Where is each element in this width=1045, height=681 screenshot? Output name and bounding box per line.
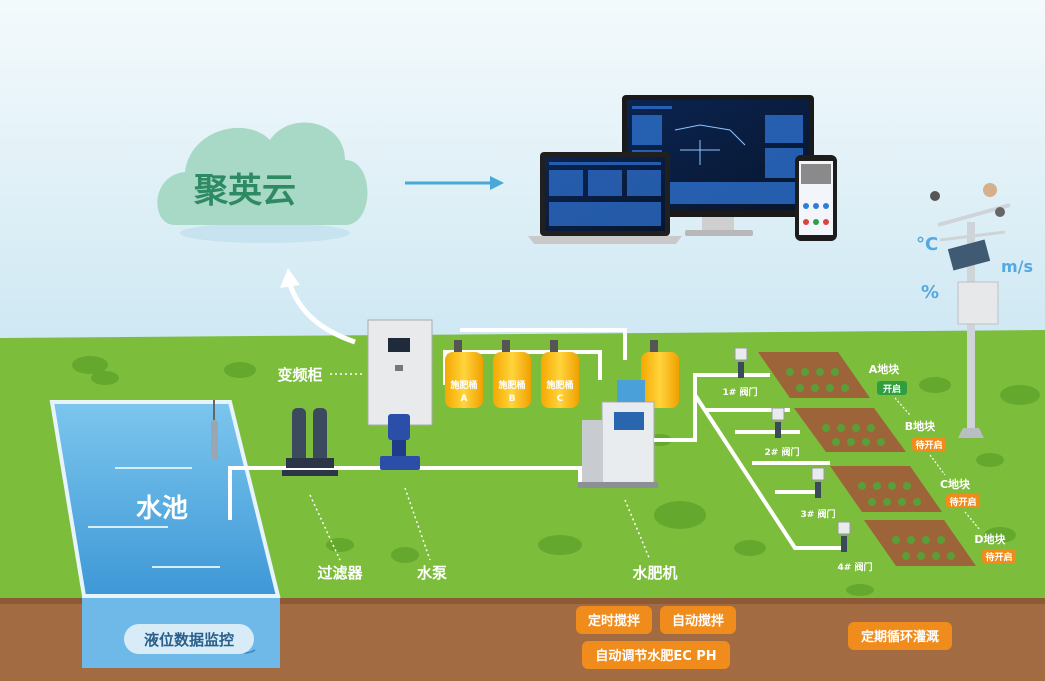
cloud-title: 聚英云 <box>193 171 296 211</box>
tank-c <box>541 340 579 408</box>
tank-a-id: A <box>461 394 468 404</box>
timed-stir-label: 定时搅拌 <box>587 613 640 629</box>
filter-label: 过滤器 <box>317 564 363 582</box>
pool-label: 水池 <box>136 494 188 524</box>
auto-stir-label: 自动搅拌 <box>672 613 724 629</box>
vfd-cabinet <box>367 319 433 426</box>
tank-a-name: 施肥桶 <box>450 379 477 391</box>
timed-stir-chip <box>576 606 652 634</box>
plot-d-status: 待开启 <box>985 551 1012 563</box>
fertilizer-machine <box>578 380 658 488</box>
fertilizer-machine-label: 水肥机 <box>632 564 677 582</box>
plot-a-name: A地块 <box>869 362 901 376</box>
plot-fields <box>758 352 976 566</box>
cycle-irrigation-label: 定期循环灌溉 <box>860 629 939 645</box>
pump-label: 水泵 <box>417 564 447 582</box>
tank-c-id: C <box>557 394 564 404</box>
plot-a-status: 开启 <box>883 383 901 395</box>
weather-station <box>930 183 1011 438</box>
valve-icons <box>734 347 851 552</box>
cloud-graphic: 聚英云 <box>157 122 368 243</box>
plot-d-status-chip <box>982 549 1016 563</box>
temperature-unit: °C <box>916 234 938 255</box>
tank-b <box>493 340 531 408</box>
tank-b-id: B <box>509 394 516 404</box>
auto-ec-ph-chip <box>582 641 730 669</box>
plot-d-name: D地块 <box>974 532 1006 546</box>
fertilizer-tanks <box>445 340 679 408</box>
filter-unit <box>282 408 338 476</box>
auto-stir-chip <box>660 606 736 634</box>
plot-a <box>758 352 870 398</box>
tank-c-name: 施肥桶 <box>546 379 573 391</box>
level-monitor-label: 液位数据监控 <box>144 631 234 649</box>
auto-ec-ph-label: 自动调节水肥EC PH <box>595 648 716 664</box>
plot-b-status-chip <box>912 437 946 451</box>
tank-b-name: 施肥桶 <box>498 379 525 391</box>
plot-b <box>794 408 906 452</box>
plot-d <box>864 520 976 566</box>
water-pump <box>380 414 420 470</box>
valve-1-label: 1# 阀门 <box>723 386 758 398</box>
plot-a-status-chip <box>877 381 907 395</box>
plot-c <box>830 466 942 512</box>
level-monitor-chip <box>124 624 254 654</box>
plot-b-name: B地块 <box>905 419 936 433</box>
valve-3-label: 3# 阀门 <box>801 508 836 520</box>
plot-c-status: 待开启 <box>949 496 976 508</box>
wind-unit: m/s <box>1001 257 1033 276</box>
plot-b-status: 待开启 <box>915 439 942 451</box>
laptop-device <box>528 152 682 244</box>
humidity-unit: % <box>921 282 939 303</box>
plot-c-name: C地块 <box>940 477 971 491</box>
valve-4-label: 4# 阀门 <box>838 561 873 573</box>
phone-device <box>795 155 837 241</box>
cycle-irrigation-chip <box>848 622 952 650</box>
tank-d <box>641 340 679 408</box>
plot-c-status-chip <box>946 494 980 508</box>
upload-arrow-icon <box>280 268 356 345</box>
cabinet-label: 变频柜 <box>277 366 322 384</box>
valve-2-label: 2# 阀门 <box>765 446 800 458</box>
sync-arrow-icon <box>405 176 504 190</box>
sky <box>0 0 1045 340</box>
tank-a <box>445 340 483 408</box>
